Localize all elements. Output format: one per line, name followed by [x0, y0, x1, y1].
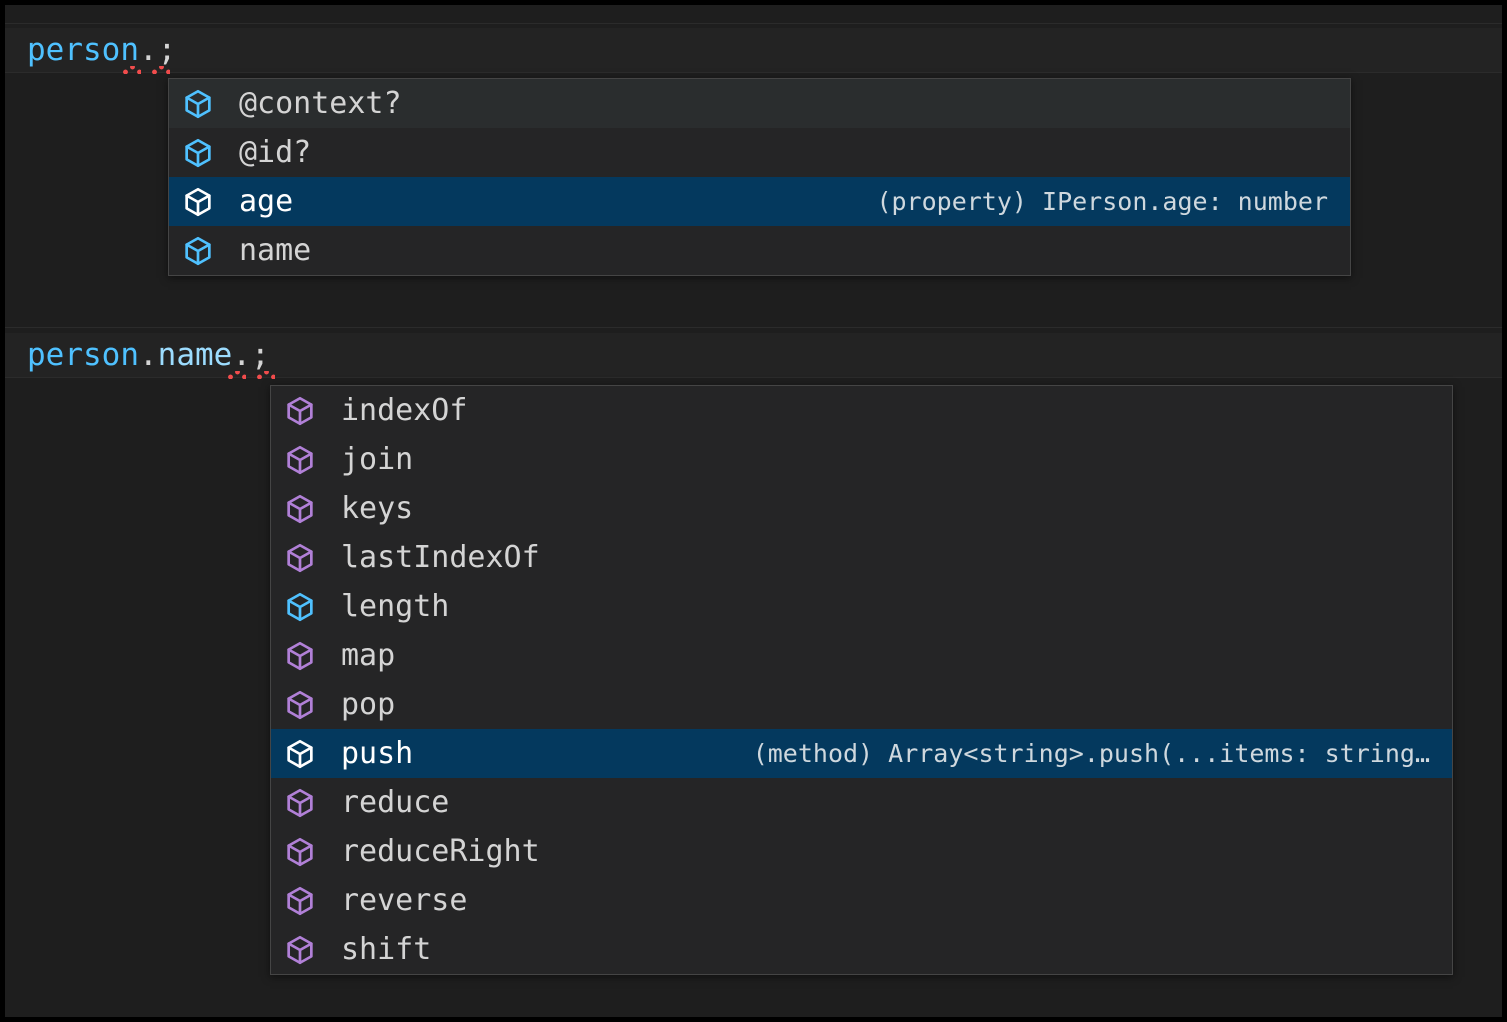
suggest-row[interactable]: indexOf: [271, 386, 1452, 435]
suggest-row[interactable]: shift: [271, 925, 1452, 974]
suggest-row-label: shift: [341, 931, 432, 967]
suggest-row[interactable]: keys: [271, 484, 1452, 533]
editor-rule: [5, 23, 1502, 24]
editor-rule: [5, 72, 1502, 73]
code-line-person-name[interactable]: person.name.;: [5, 333, 1502, 379]
suggest-row[interactable]: age (property) IPerson.age: number: [169, 177, 1350, 226]
code-token-punctuation: ;: [250, 337, 270, 373]
symbol-method-icon: [283, 786, 329, 820]
symbol-method-icon: [283, 492, 329, 526]
suggest-row-label: @context?: [239, 85, 402, 121]
suggest-row[interactable]: @id?: [169, 128, 1350, 177]
code-token-punctuation: ;: [157, 32, 177, 68]
suggest-row[interactable]: push (method) Array<string>.push(...items…: [271, 729, 1452, 778]
code-token-punctuation: .: [232, 337, 251, 373]
suggest-row-label: name: [239, 232, 312, 268]
suggest-row-label: map: [341, 637, 396, 673]
symbol-method-icon: [283, 541, 329, 575]
symbol-property-icon: [181, 234, 227, 268]
suggest-row-label: reverse: [341, 882, 468, 918]
suggest-row-label: join: [341, 441, 414, 477]
symbol-method-icon: [283, 933, 329, 967]
editor-rule: [5, 377, 1502, 378]
code-line-1-text: person.;: [5, 28, 177, 74]
error-squiggle: [151, 66, 170, 74]
symbol-property-icon: [181, 185, 227, 219]
suggest-row-label: lastIndexOf: [341, 539, 540, 575]
code-line-person[interactable]: person.;: [5, 28, 1502, 74]
symbol-method-icon: [283, 884, 329, 918]
error-squiggle: [122, 66, 141, 74]
suggest-row-label: length: [341, 588, 450, 624]
code-token-variable: person: [27, 337, 139, 373]
suggest-row[interactable]: join: [271, 435, 1452, 484]
suggest-row-detail: (method) Array<string>.push(...items: st…: [752, 738, 1430, 768]
suggest-row-label: indexOf: [341, 392, 468, 428]
suggest-widget-person[interactable]: @context? @id? age (property) IPerson.age: …: [168, 78, 1351, 276]
suggest-row-label: age: [239, 183, 294, 219]
suggest-row[interactable]: name: [169, 226, 1350, 275]
suggest-row-label: keys: [341, 490, 414, 526]
suggest-row-label: pop: [341, 686, 396, 722]
suggest-row[interactable]: @context?: [169, 79, 1350, 128]
code-token-punctuation: .: [138, 32, 158, 68]
suggest-row-detail: (property) IPerson.age: number: [876, 186, 1328, 216]
code-token-punctuation: .: [138, 337, 158, 373]
error-squiggle: [256, 371, 275, 379]
suggest-row[interactable]: lastIndexOf: [271, 533, 1452, 582]
symbol-method-icon: [283, 835, 329, 869]
symbol-method-icon: [283, 639, 329, 673]
suggest-row-label: @id?: [239, 134, 312, 170]
suggest-row[interactable]: pop: [271, 680, 1452, 729]
suggest-row[interactable]: reverse: [271, 876, 1452, 925]
suggest-row[interactable]: reduceRight: [271, 827, 1452, 876]
symbol-method-icon: [283, 443, 329, 477]
symbol-method-icon: [283, 737, 329, 771]
suggest-row-label: push: [341, 735, 414, 771]
suggest-widget-person-name[interactable]: indexOf join keys lastIndexOf length map pop pu…: [270, 385, 1453, 975]
suggest-row[interactable]: length: [271, 582, 1452, 631]
code-line-2-text: person.name.;: [5, 333, 275, 379]
suggest-row-label: reduce: [341, 784, 450, 820]
symbol-method-icon: [283, 394, 329, 428]
suggest-row-label: reduceRight: [341, 833, 540, 869]
editor-rule: [5, 327, 1502, 328]
error-squiggle: [227, 371, 246, 379]
symbol-property-icon: [181, 136, 227, 170]
symbol-property-icon: [283, 590, 329, 624]
symbol-property-icon: [181, 87, 227, 121]
symbol-method-icon: [283, 688, 329, 722]
suggest-row[interactable]: map: [271, 631, 1452, 680]
suggest-row[interactable]: reduce: [271, 778, 1452, 827]
code-token-property: name: [157, 337, 233, 373]
code-token-variable: person: [27, 32, 139, 68]
